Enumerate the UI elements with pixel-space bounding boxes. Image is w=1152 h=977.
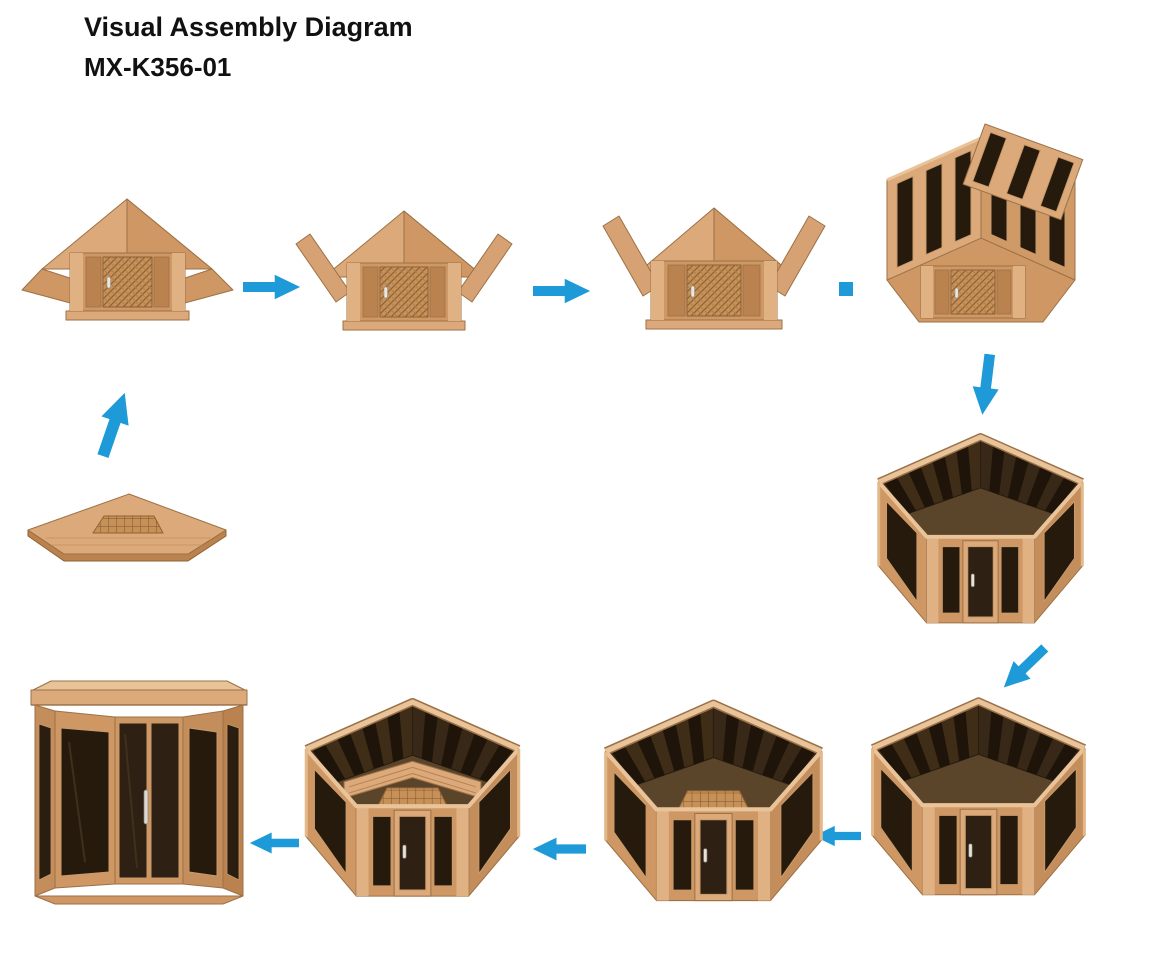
arrow-left-icon xyxy=(249,830,299,856)
step-graphic xyxy=(304,697,521,897)
step-graphic xyxy=(877,433,1084,624)
illustration-step-rear-walls-installed xyxy=(857,120,1104,348)
step-graphic xyxy=(295,210,513,331)
model-number: MX-K356-01 xyxy=(84,52,232,82)
step-graphic xyxy=(602,207,826,330)
arrow-up-icon xyxy=(86,384,142,463)
illustration-finished-sauna xyxy=(25,672,253,912)
step-graphic xyxy=(870,697,1087,896)
arrow-down-icon xyxy=(966,352,1005,417)
step-graphic xyxy=(30,680,248,905)
page-title: Visual Assembly Diagram xyxy=(84,12,413,42)
illustration-step-interior-floorboard xyxy=(585,685,843,913)
illustration-step-front-wall-on-floor xyxy=(20,193,235,343)
illustration-step-interior-exposed xyxy=(855,683,1103,907)
illustration-step-side-panels-vertical xyxy=(585,198,843,356)
step-graphic xyxy=(886,123,1084,323)
illustration-step-side-panels-raised xyxy=(293,205,515,350)
arrow-left-icon xyxy=(532,835,586,863)
arrow-right-small-icon xyxy=(839,282,853,296)
illustration-step-interior-bench xyxy=(293,680,533,912)
illustration-step-wall-shell-complete xyxy=(866,418,1096,636)
step-graphic xyxy=(604,699,823,902)
step-graphic xyxy=(27,493,227,562)
illustration-floor-base-panel xyxy=(20,486,238,570)
step-graphic xyxy=(21,198,234,321)
arrow-right-icon xyxy=(533,276,591,306)
